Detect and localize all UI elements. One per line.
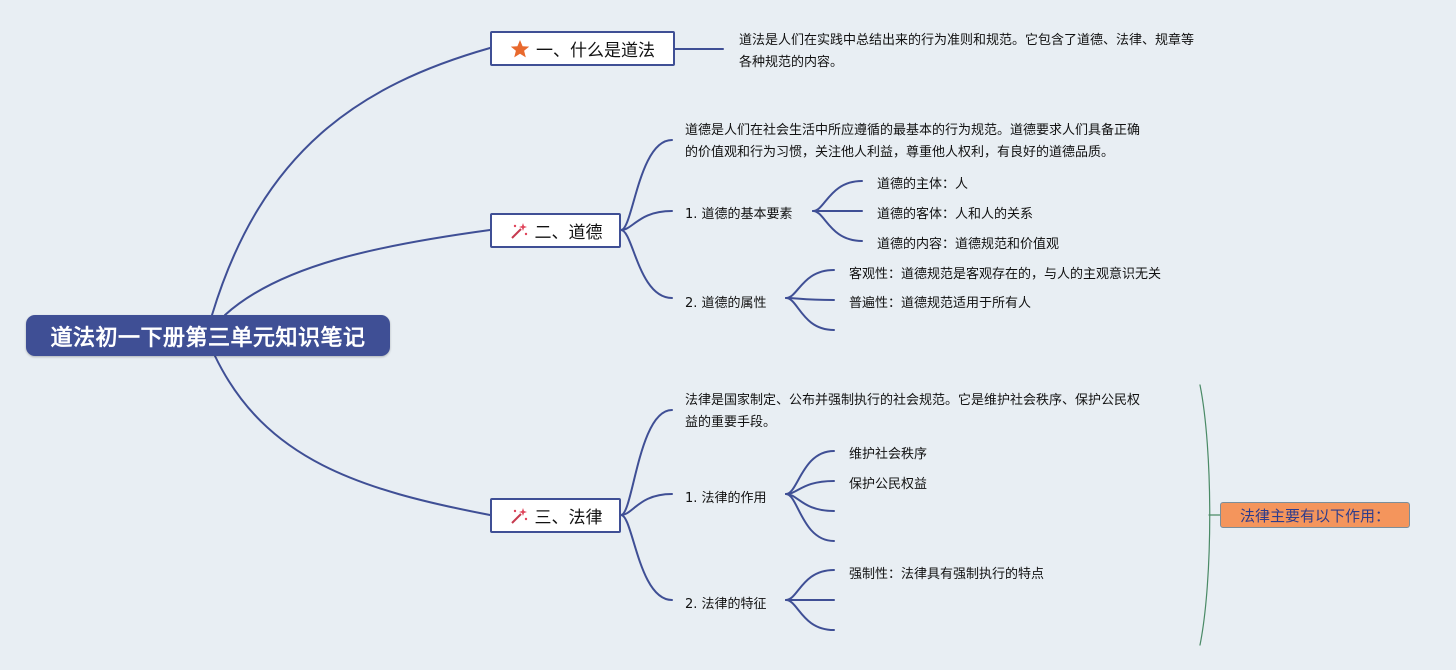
magic-wand-icon	[509, 221, 529, 241]
magic-wand-icon	[509, 506, 529, 526]
morality-element-subject[interactable]: 道德的主体：人	[877, 177, 969, 192]
connector-branch-2-1	[620, 210, 673, 231]
branch-label: 三、法律	[534, 508, 603, 528]
connector-law-features-2	[785, 599, 835, 631]
morality-attribute-objectivity[interactable]: 客观性：道德规范是客观存在的，与人的主观意识无关	[849, 267, 1162, 282]
branch-label: 一、什么是道法	[536, 41, 655, 61]
definition-text-line-1: 道法是人们在实践中总结出来的行为准则和规范。它包含了道德、法律、规章等	[739, 33, 1195, 48]
summary-note[interactable]: 法律主要有以下作用：	[1220, 502, 1410, 528]
connector-morality-attributes-2	[785, 297, 835, 331]
root-topic-label: 道法初一下册第三单元知识笔记	[50, 325, 366, 351]
morality-elements-topic[interactable]: 1. 道德的基本要素	[685, 207, 793, 222]
morality-element-object[interactable]: 道德的客体：人和人的关系	[877, 207, 1034, 222]
summary-label: 法律主要有以下作用：	[1239, 506, 1390, 525]
connector-root-branch-1	[211, 47, 491, 316]
law-function-order[interactable]: 维护社会秩序	[849, 447, 928, 462]
branch-label: 二、道德	[534, 223, 603, 243]
connector-root-branch-3	[214, 355, 491, 516]
connector-branch-2-0	[620, 139, 673, 231]
connector-morality-elements-2	[812, 210, 863, 242]
law-functions-topic[interactable]: 1. 法律的作用	[685, 491, 767, 506]
morality-definition-line-1: 道德是人们在社会生活中所应遵循的最基本的行为规范。道德要求人们具备正确	[685, 123, 1141, 138]
root-topic[interactable]: 道法初一下册第三单元知识笔记	[26, 315, 390, 356]
connector-law-functions-0	[785, 450, 835, 495]
connector-branch-3-0	[620, 409, 673, 516]
connector-branch-3-2	[620, 514, 673, 601]
branch-law[interactable]: 三、法律	[490, 498, 621, 533]
connector-morality-attributes-1	[785, 297, 835, 301]
definition-text-line-2: 各种规范的内容。	[739, 55, 844, 70]
connector-law-functions-3	[785, 493, 835, 542]
connector-morality-attributes-0	[785, 269, 835, 299]
law-definition-line-1: 法律是国家制定、公布并强制执行的社会规范。它是维护社会秩序、保护公民权	[685, 393, 1141, 408]
connector-branch-2-2	[620, 229, 673, 299]
law-definition-line-2: 益的重要手段。	[685, 415, 777, 430]
morality-definition-line-2: 的价值观和行为习惯，关注他人利益，尊重他人权利，有良好的道德品质。	[685, 145, 1115, 160]
branch-morality[interactable]: 二、道德	[490, 213, 621, 248]
summary-bracket	[1199, 384, 1211, 646]
connector-branch-3-1	[620, 493, 673, 516]
branch-what-is-daofa[interactable]: 一、什么是道法	[490, 31, 675, 66]
morality-attributes-topic[interactable]: 2. 道德的属性	[685, 296, 767, 311]
morality-attribute-universality[interactable]: 普遍性：道德规范适用于所有人	[849, 296, 1032, 311]
connector-morality-elements-0	[812, 180, 863, 212]
law-function-rights[interactable]: 保护公民权益	[849, 477, 928, 492]
law-feature-coercion[interactable]: 强制性：法律具有强制执行的特点	[849, 567, 1045, 582]
connector-law-functions-2	[785, 493, 835, 512]
law-features-topic[interactable]: 2. 法律的特征	[685, 597, 767, 612]
morality-element-content[interactable]: 道德的内容：道德规范和价值观	[877, 237, 1060, 252]
connector-law-features-0	[785, 569, 835, 601]
connector-root-branch-2	[224, 229, 491, 316]
star-icon	[510, 39, 530, 59]
